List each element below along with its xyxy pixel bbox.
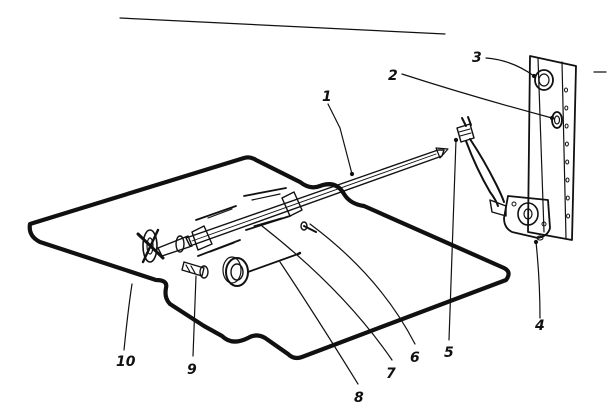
wheel-and-pin-part-8 [222, 251, 302, 287]
thumb-screw-thread-2 [190, 265, 196, 274]
bracket-hole-5 [565, 159, 570, 165]
spit-collar [157, 235, 193, 257]
fork-6-screw-shank [303, 225, 317, 233]
fork-6-tine-upper-inner [251, 193, 281, 201]
fork-7-hub [191, 225, 213, 251]
thumb-screw-thread-1 [185, 264, 191, 273]
thumb-screw-part-9 [181, 261, 209, 279]
spit-rod-part-1 [136, 147, 449, 264]
bracket-plate-outline [527, 55, 577, 241]
plug-5-prong-line-2 [459, 132, 472, 137]
motor-4-boss [536, 235, 544, 241]
callout-number-5: 5 [444, 345, 454, 361]
spit-fork-part-6 [243, 187, 317, 233]
page-edge-lines [119, 17, 607, 73]
motor-4-face-ring [517, 202, 539, 226]
thumb-screw-tip [199, 265, 209, 279]
leader-7 [261, 225, 393, 361]
leader-4 [535, 241, 541, 319]
motor-4-screw-left [511, 201, 517, 207]
bracket-hole-1 [564, 87, 568, 93]
spit-fork-part-7 [191, 205, 241, 257]
thumb-screw-body [181, 261, 205, 277]
callout-number-7: 7 [386, 366, 396, 382]
leader-5 [448, 139, 457, 341]
callout-number-6: 6 [410, 350, 420, 366]
leader-2 [401, 73, 553, 119]
grommet-2-outer [551, 111, 563, 129]
callout-number-10: 10 [116, 354, 136, 370]
leader-3 [485, 57, 535, 77]
plug-and-cord-part-5 [456, 116, 505, 207]
wire-rack-inner [29, 156, 510, 359]
plug-5-prong-a [461, 117, 467, 127]
bracket-hole-8 [566, 213, 571, 219]
pin-shaft [247, 253, 299, 273]
motor-4-housing [503, 195, 551, 239]
cord-5-strand-a [465, 140, 499, 207]
spit-handle-crossbar [141, 228, 160, 264]
spit-rod-point [435, 147, 449, 159]
leader-6 [309, 223, 416, 345]
spit-handle-hub [146, 237, 154, 255]
callout-number-1: 1 [322, 89, 332, 105]
wire-rack-part-10 [27, 155, 511, 361]
bracket-hole-3 [564, 123, 569, 129]
arrowhead-5 [453, 137, 459, 143]
bracket-hole-4 [564, 141, 569, 147]
arrowhead-4 [533, 239, 539, 245]
grommet-2-inner [553, 115, 561, 125]
bracket-plate-inner-right [561, 61, 567, 239]
leader-8 [279, 261, 359, 385]
bracket-hole-7 [565, 195, 570, 201]
callout-number-2: 2 [388, 68, 398, 84]
fork-6-tine-lower [245, 215, 291, 231]
knob-3-outer [534, 69, 554, 91]
fork-6-tine-upper [243, 187, 287, 197]
fork-7-tine-lower-inner [209, 242, 235, 253]
arrowhead-2 [549, 115, 555, 121]
wire-rack-outer [27, 155, 511, 361]
bracket-hole-2 [564, 105, 569, 111]
knob-part-3 [534, 69, 554, 91]
spit-rod-body [185, 149, 445, 247]
spit-handle-ring [142, 229, 158, 263]
pin-tip [296, 251, 302, 256]
leader-1 [327, 103, 353, 175]
fork-7-tine-upper-inner [207, 208, 233, 219]
fork-7-tine-upper [195, 205, 237, 221]
plug-5-prong-line-1 [458, 128, 471, 133]
motor-part-4 [489, 195, 551, 241]
callout-number-3: 3 [472, 50, 482, 66]
callout-number-9: 9 [187, 362, 197, 378]
bracket-plate-inner-left [537, 57, 545, 233]
motor-4-shaft [523, 208, 533, 220]
spit-collar-ring [175, 235, 185, 253]
bracket-hole-6 [565, 177, 570, 183]
plug-5-prong-b [467, 116, 472, 126]
arrowhead-3 [531, 73, 537, 79]
top-edge-line [119, 17, 446, 35]
callout-number-4: 4 [534, 318, 545, 334]
bracket-plate [527, 55, 577, 241]
motor-4-cord-clip [489, 199, 507, 217]
fork-6-hub [281, 191, 303, 217]
arrowhead-1 [349, 171, 355, 177]
leader-9 [192, 275, 197, 357]
wheel-rim-back [222, 256, 242, 284]
grommet-part-2 [551, 111, 563, 129]
fork-6-screw-head [300, 221, 308, 231]
leader-10 [123, 283, 133, 351]
callout-number-8: 8 [354, 390, 364, 406]
cord-5-strand-b [469, 138, 505, 203]
knob-3-inner [538, 73, 550, 87]
motor-4-screw-right [541, 221, 547, 227]
fork-6-tine-lower-inner [253, 217, 283, 227]
spit-rod-highlight [191, 153, 437, 242]
